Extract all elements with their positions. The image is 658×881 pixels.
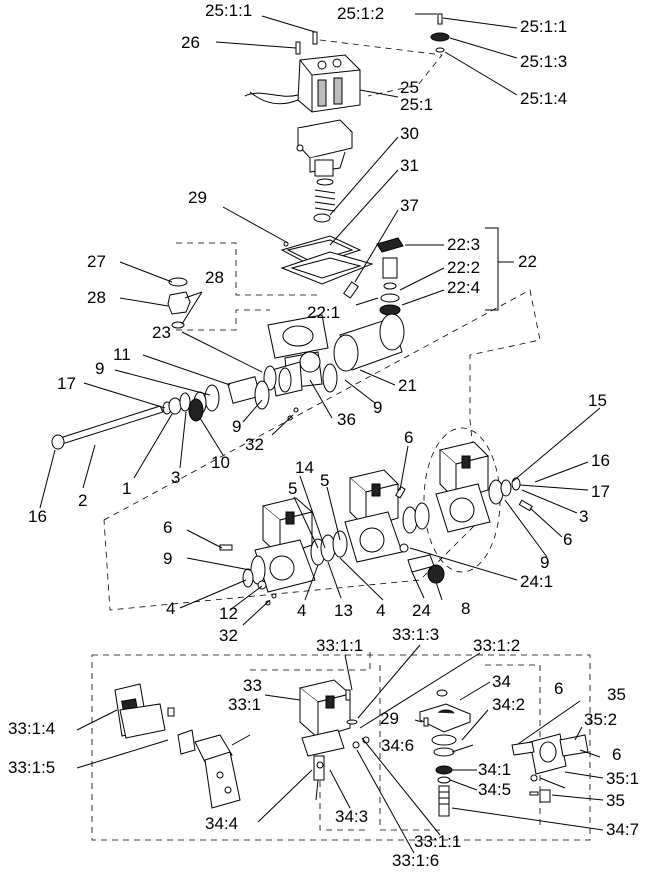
label-9b: 9 [373, 398, 382, 417]
label-23: 23 [152, 323, 171, 342]
label-33-1: 33:1 [228, 695, 261, 714]
solenoid-33 [298, 679, 370, 801]
label-25-1: 25:1 [400, 95, 433, 114]
label-25-1-1: 25:1:1 [205, 1, 252, 20]
label-36: 36 [337, 410, 356, 429]
valve-left [242, 497, 316, 593]
label-22-2: 22:2 [447, 258, 480, 277]
label-22-1: 22:1 [307, 303, 340, 322]
label-1: 1 [122, 479, 131, 498]
valve-right [435, 441, 521, 533]
label-34-3: 34:3 [335, 807, 368, 826]
label-33-1-4: 33:1:4 [8, 719, 55, 738]
frame-middle [103, 289, 541, 611]
small-gaskets [219, 485, 533, 606]
label-32b: 32 [219, 626, 238, 645]
label-16a: 16 [591, 451, 610, 470]
label-9a: 9 [95, 359, 104, 378]
label-4b: 4 [297, 601, 306, 620]
part-27-28 [167, 277, 191, 329]
label-34-4: 34:4 [205, 814, 238, 833]
label-28a: 28 [205, 268, 224, 287]
label-8: 8 [461, 599, 470, 618]
label-35b: 35 [606, 791, 625, 810]
label-35-2: 35:2 [584, 710, 617, 729]
label-34-6: 34:6 [381, 736, 414, 755]
label-5a: 5 [288, 479, 297, 498]
label-35-1: 35:1 [606, 769, 639, 788]
label-25-1-3: 25:1:3 [520, 52, 567, 71]
label-31: 31 [400, 156, 419, 175]
label-34-2: 34:2 [492, 695, 525, 714]
label-10: 10 [211, 453, 230, 472]
part-labels: 25:1:1 25:1:2 25:1:1 26 25:1:3 25 25:1 2… [8, 1, 639, 870]
label-6c: 6 [563, 530, 572, 549]
label-6a: 6 [404, 428, 413, 447]
label-33-1-3: 33:1:3 [392, 625, 439, 644]
label-13: 13 [334, 601, 353, 620]
label-33-1-5: 33:1:5 [8, 758, 55, 777]
label-2: 2 [78, 491, 87, 510]
label-6d: 6 [554, 679, 563, 698]
label-33-1-1b: 33:1:1 [414, 832, 461, 851]
label-4a: 4 [166, 599, 175, 618]
cover-assembly [244, 31, 361, 113]
label-21: 21 [398, 376, 417, 395]
cover-screw-right [430, 13, 450, 53]
label-29: 29 [188, 188, 207, 207]
label-17b: 17 [591, 482, 610, 501]
label-3b: 3 [579, 507, 588, 526]
label-22: 22 [518, 252, 537, 271]
label-29b: 29 [380, 709, 399, 728]
label-25-1-1b: 25:1:1 [520, 17, 567, 36]
label-37: 37 [400, 196, 419, 215]
label-9c: 9 [232, 417, 241, 436]
pipe-assembly [51, 392, 299, 450]
valve-middle [310, 469, 445, 584]
label-9d: 9 [163, 549, 172, 568]
actuator-stack [280, 119, 374, 285]
label-35a: 35 [607, 685, 626, 704]
label-24-1: 24:1 [520, 572, 553, 591]
label-34-1: 34:1 [478, 760, 511, 779]
leader-lines [39, 13, 604, 854]
valve-34 [418, 689, 472, 817]
label-33-1-6: 33:1:6 [392, 851, 439, 870]
label-33-1-2: 33:1:2 [473, 636, 520, 655]
label-16b: 16 [28, 507, 47, 526]
manifold-body [267, 313, 405, 397]
label-6e: 6 [612, 745, 621, 764]
solenoid-detail [114, 683, 251, 809]
label-22-4: 22:4 [447, 278, 480, 297]
fitting-35 [511, 733, 589, 803]
label-9e: 9 [540, 553, 549, 572]
label-11: 11 [113, 345, 131, 364]
label-3a: 3 [171, 468, 180, 487]
label-33: 33 [243, 676, 262, 695]
label-30: 30 [400, 124, 419, 143]
manifold-inlet-parts [193, 363, 338, 415]
label-34-5: 34:5 [478, 780, 511, 799]
label-33-1-1a: 33:1:1 [316, 636, 363, 655]
label-32a: 32 [245, 435, 264, 454]
label-25-1-2: 25:1:2 [337, 4, 384, 23]
label-25-1-4: 25:1:4 [520, 89, 567, 108]
label-25: 25 [400, 78, 419, 97]
label-6b: 6 [163, 518, 172, 537]
label-22-3: 22:3 [447, 235, 480, 254]
label-34: 34 [492, 672, 511, 691]
label-17a: 17 [57, 374, 76, 393]
label-12: 12 [219, 604, 238, 623]
label-26: 26 [181, 33, 200, 52]
label-5b: 5 [320, 471, 329, 490]
label-28b: 28 [87, 288, 106, 307]
label-15: 15 [588, 391, 607, 410]
label-34-7: 34:7 [606, 820, 639, 839]
label-14: 14 [295, 458, 314, 477]
label-27: 27 [87, 252, 106, 271]
label-4c: 4 [376, 601, 385, 620]
label-24: 24 [412, 601, 431, 620]
